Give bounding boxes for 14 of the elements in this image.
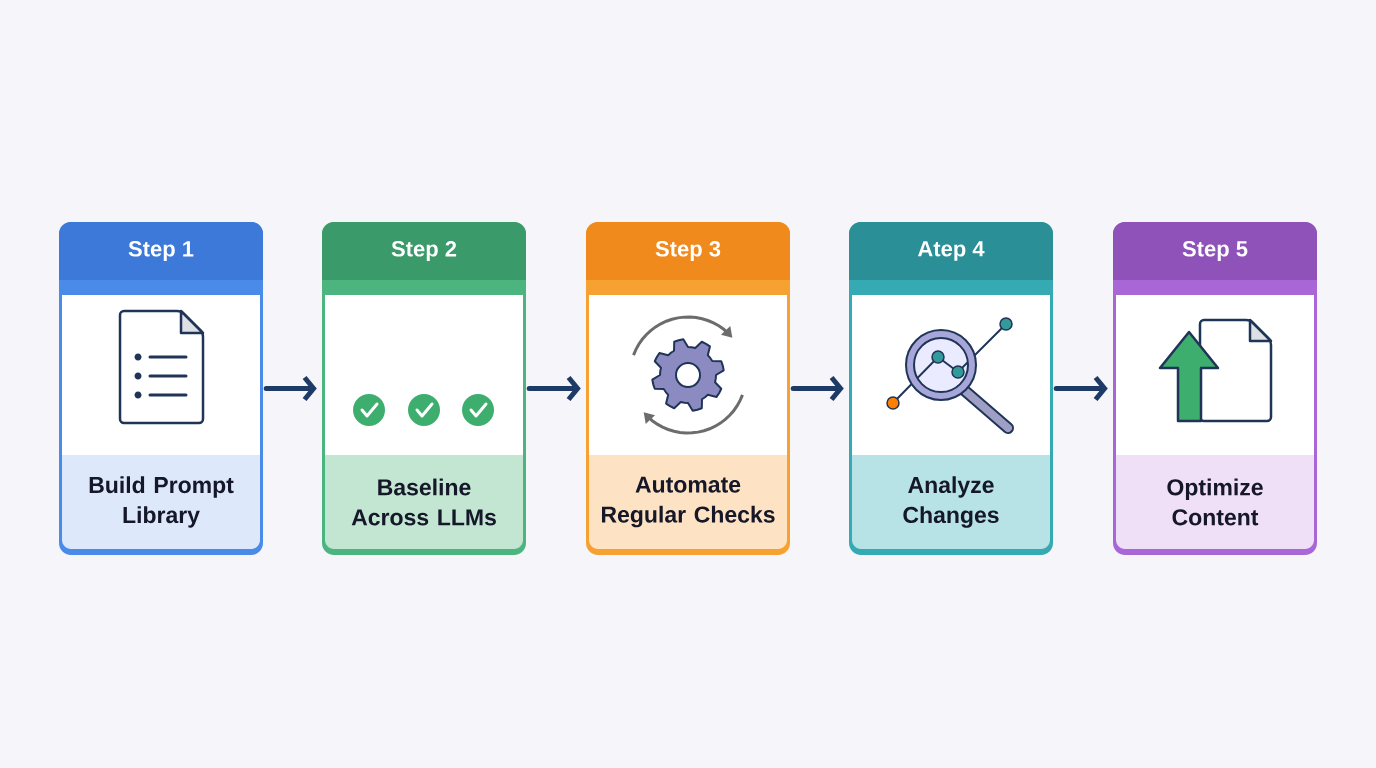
- step-description: Build Prompt Library: [89, 476, 234, 528]
- arrow: [1053, 375, 1108, 402]
- step-description: Optimize Content: [1167, 478, 1263, 526]
- arrow: [263, 375, 317, 402]
- step-label: Step 3: [655, 241, 721, 261]
- step-description: Analyze Changes: [903, 476, 999, 528]
- step-label: Atep 4: [917, 241, 985, 261]
- step-label: Step 5: [1182, 241, 1248, 261]
- step-description: Baseline Across LLMs: [351, 478, 496, 526]
- arrow: [526, 375, 581, 402]
- step-label: Step 1: [128, 241, 194, 261]
- step-description: Automate Regular Checks: [602, 476, 775, 528]
- arrow: [790, 375, 844, 402]
- step-label: Step 2: [391, 241, 457, 261]
